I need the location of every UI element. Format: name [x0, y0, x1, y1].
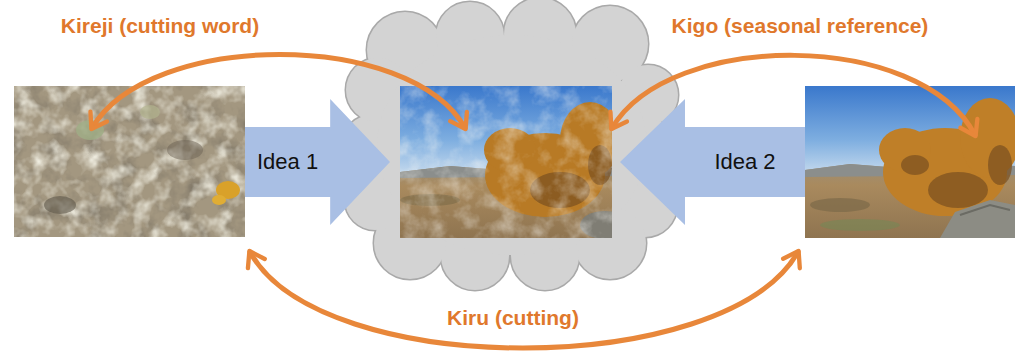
blended-photo — [400, 86, 612, 238]
relation-label: Kiru (cutting) — [447, 306, 579, 330]
relation-label: Kireji (cutting word) — [61, 14, 259, 38]
lichen-photo-part — [14, 86, 245, 237]
blended-photo-part — [400, 86, 612, 238]
landscape-photo-part-part — [988, 145, 1012, 185]
orange-curve-arrows — [92, 55, 975, 349]
landscape-photo-part — [820, 219, 900, 231]
idea-arrow: Idea 1 — [245, 99, 390, 225]
cloud-part — [342, 0, 680, 290]
lichen-photo-part — [14, 86, 245, 237]
landscape-photo-part — [810, 198, 870, 212]
block-arrow-shape — [620, 99, 805, 225]
idea-label: Idea 1 — [257, 149, 318, 174]
block-arrow-fill — [245, 99, 390, 225]
idea-label: Idea 2 — [714, 149, 775, 174]
kiru-arrow — [250, 252, 798, 348]
cloud-part — [342, 0, 680, 290]
landscape-photo-part — [879, 98, 1015, 216]
relation-label: Kigo (seasonal reference) — [672, 14, 929, 38]
landscape-photo-part — [901, 145, 1012, 208]
idea-arrow: Idea 2 — [620, 99, 805, 225]
cloud-part-part — [377, 35, 647, 255]
landscape-photo — [805, 86, 1015, 238]
lichen-photo-part — [44, 196, 76, 214]
lichen-photo-part — [14, 86, 245, 237]
landscape-photo-part-part — [901, 155, 929, 175]
cloud — [342, 0, 680, 290]
block-arrow-fill — [620, 99, 805, 225]
lichen-photo-part — [212, 195, 226, 205]
landscape-photo-part-part — [928, 172, 988, 208]
landscape-photo-part — [940, 200, 1015, 238]
lichen-photo-part — [167, 140, 203, 160]
landscape-photo-part — [960, 205, 1010, 215]
lichen-photo-part — [76, 120, 104, 140]
lichen-photo-part — [140, 105, 160, 119]
kireji-arrow — [92, 55, 465, 129]
lichen-photo — [14, 86, 245, 237]
